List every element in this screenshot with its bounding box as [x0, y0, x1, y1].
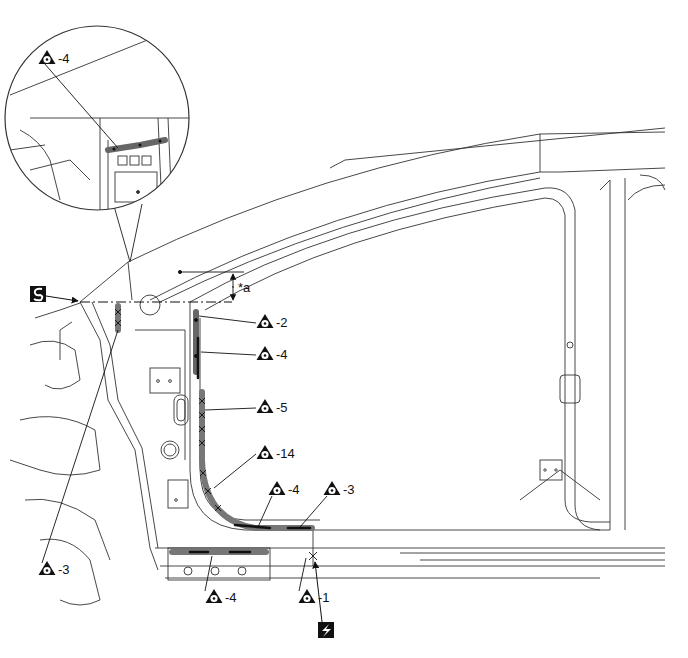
cut-symbol [30, 286, 78, 302]
weld-symbol [257, 314, 274, 328]
callout-number: -1 [318, 591, 330, 604]
weld-symbol [257, 445, 274, 459]
dimension-label: *a [238, 281, 250, 294]
callout-number: -2 [276, 316, 288, 329]
weld-symbol [257, 346, 274, 360]
callout-number: -3 [343, 483, 355, 496]
weld-symbol [299, 589, 316, 603]
weld-symbol [39, 50, 56, 64]
callout-number: -4 [225, 591, 237, 604]
callout-number: -3 [58, 563, 70, 576]
callout-number: -4 [58, 52, 70, 65]
weld-symbol [257, 399, 274, 413]
weld-symbol [269, 481, 286, 495]
callout-number: -4 [288, 483, 300, 496]
callout-number: -4 [276, 348, 288, 361]
weld-symbol [324, 481, 341, 495]
cut-symbol [315, 562, 334, 638]
weld-symbol [206, 589, 223, 603]
callout-number: -14 [276, 447, 295, 460]
callout-number: -5 [276, 401, 288, 414]
weld-symbol [39, 561, 56, 575]
